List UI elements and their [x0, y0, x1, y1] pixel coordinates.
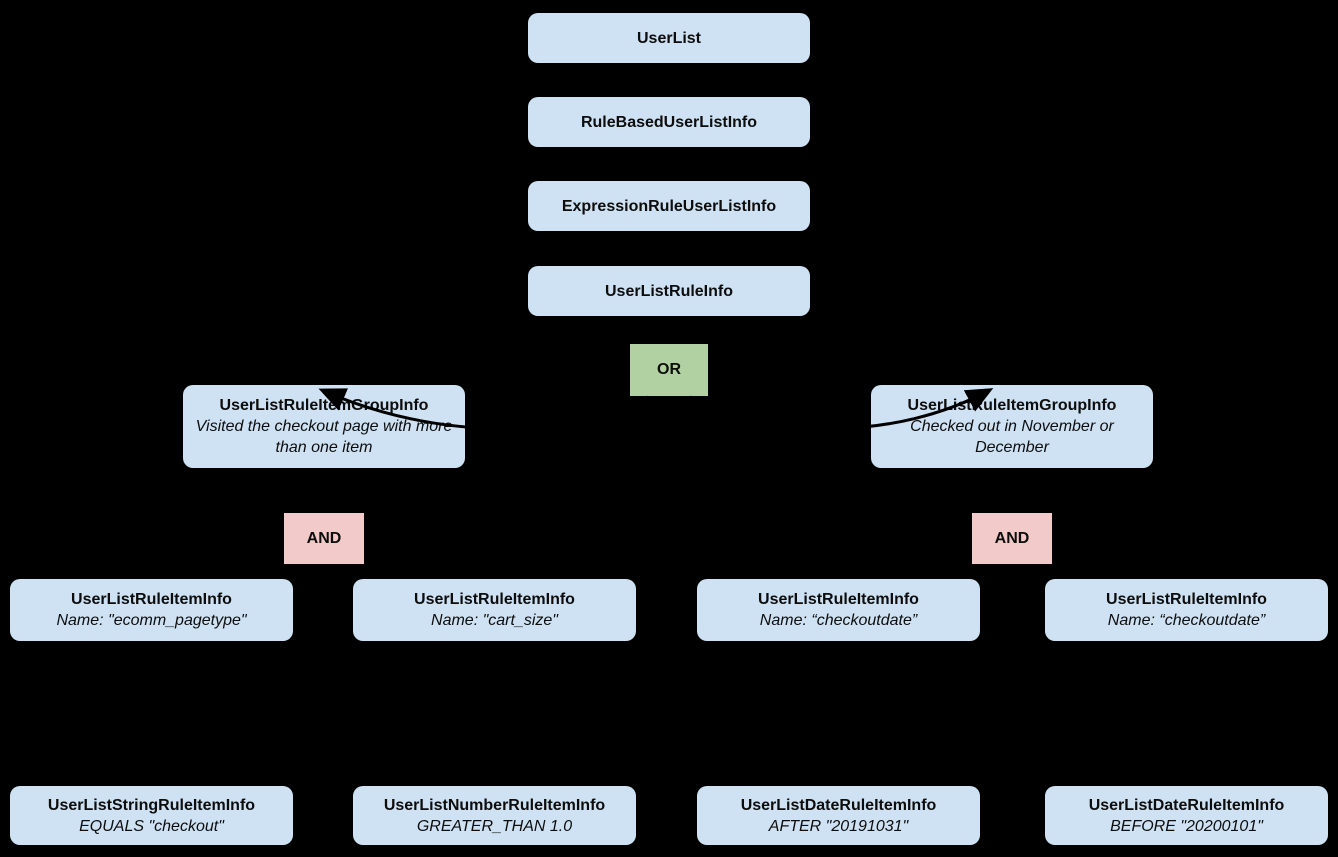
node-rule-item-checkoutdate-2: UserListRuleItemInfo Name: “checkoutdate…: [1045, 579, 1328, 641]
node-number-rule-item: UserListNumberRuleItemInfo GREATER_THAN …: [353, 786, 636, 845]
node-title: UserListStringRuleItemInfo: [47, 796, 256, 814]
node-description: Visited the checkout page with more than…: [195, 418, 453, 456]
node-description: EQUALS "checkout": [79, 817, 224, 835]
node-user-list-rule-info: UserListRuleInfo: [528, 266, 810, 316]
node-description: GREATER_THAN 1.0: [416, 817, 573, 835]
node-label: UserList: [636, 29, 702, 47]
node-title: UserListNumberRuleItemInfo: [383, 796, 606, 814]
node-date-rule-item-before: UserListDateRuleItemInfo BEFORE "2020010…: [1045, 786, 1328, 845]
node-rule-item-group-right: UserListRuleItemGroupInfo Checked out in…: [871, 385, 1153, 468]
node-string-rule-item: UserListStringRuleItemInfo EQUALS "check…: [10, 786, 293, 845]
or-label: OR: [657, 361, 681, 378]
node-description: Name: “checkoutdate”: [759, 612, 918, 629]
node-title: UserListRuleItemGroupInfo: [219, 397, 429, 414]
node-date-rule-item-after: UserListDateRuleItemInfo AFTER "20191031…: [697, 786, 980, 845]
node-description: Name: “checkoutdate”: [1107, 612, 1266, 629]
node-rule-item-group-left: UserListRuleItemGroupInfo Visited the ch…: [183, 385, 465, 468]
or-operator: OR: [630, 344, 708, 396]
node-title: UserListRuleItemInfo: [1106, 591, 1267, 608]
node-label: UserListRuleInfo: [604, 282, 733, 300]
node-title: UserListRuleItemInfo: [414, 591, 575, 608]
and-label: AND: [306, 529, 342, 547]
node-title: UserListRuleItemInfo: [71, 591, 232, 608]
node-description: Name: "cart_size": [431, 612, 558, 629]
and-operator-right: AND: [972, 513, 1052, 564]
and-label: AND: [994, 529, 1030, 547]
node-description: AFTER "20191031": [768, 817, 909, 835]
node-expression-rule-user-list-info: ExpressionRuleUserListInfo: [528, 181, 810, 231]
node-userlist: UserList: [528, 13, 810, 63]
node-description: Checked out in November or December: [910, 418, 1114, 456]
node-title: UserListRuleItemGroupInfo: [907, 397, 1117, 414]
node-rule-item-checkoutdate-1: UserListRuleItemInfo Name: “checkoutdate…: [697, 579, 980, 641]
node-rule-item-cart-size: UserListRuleItemInfo Name: "cart_size": [353, 579, 636, 641]
node-label: RuleBasedUserListInfo: [580, 113, 758, 131]
node-label: ExpressionRuleUserListInfo: [561, 197, 777, 215]
node-description: BEFORE "20200101": [1110, 817, 1263, 835]
node-title: UserListDateRuleItemInfo: [740, 796, 937, 814]
node-description: Name: "ecomm_pagetype": [56, 612, 247, 629]
node-rule-item-ecomm-pagetype: UserListRuleItemInfo Name: "ecomm_pagety…: [10, 579, 293, 641]
and-operator-left: AND: [284, 513, 364, 564]
node-title: UserListRuleItemInfo: [758, 591, 919, 608]
node-rule-based-user-list-info: RuleBasedUserListInfo: [528, 97, 810, 147]
node-title: UserListDateRuleItemInfo: [1088, 796, 1285, 814]
